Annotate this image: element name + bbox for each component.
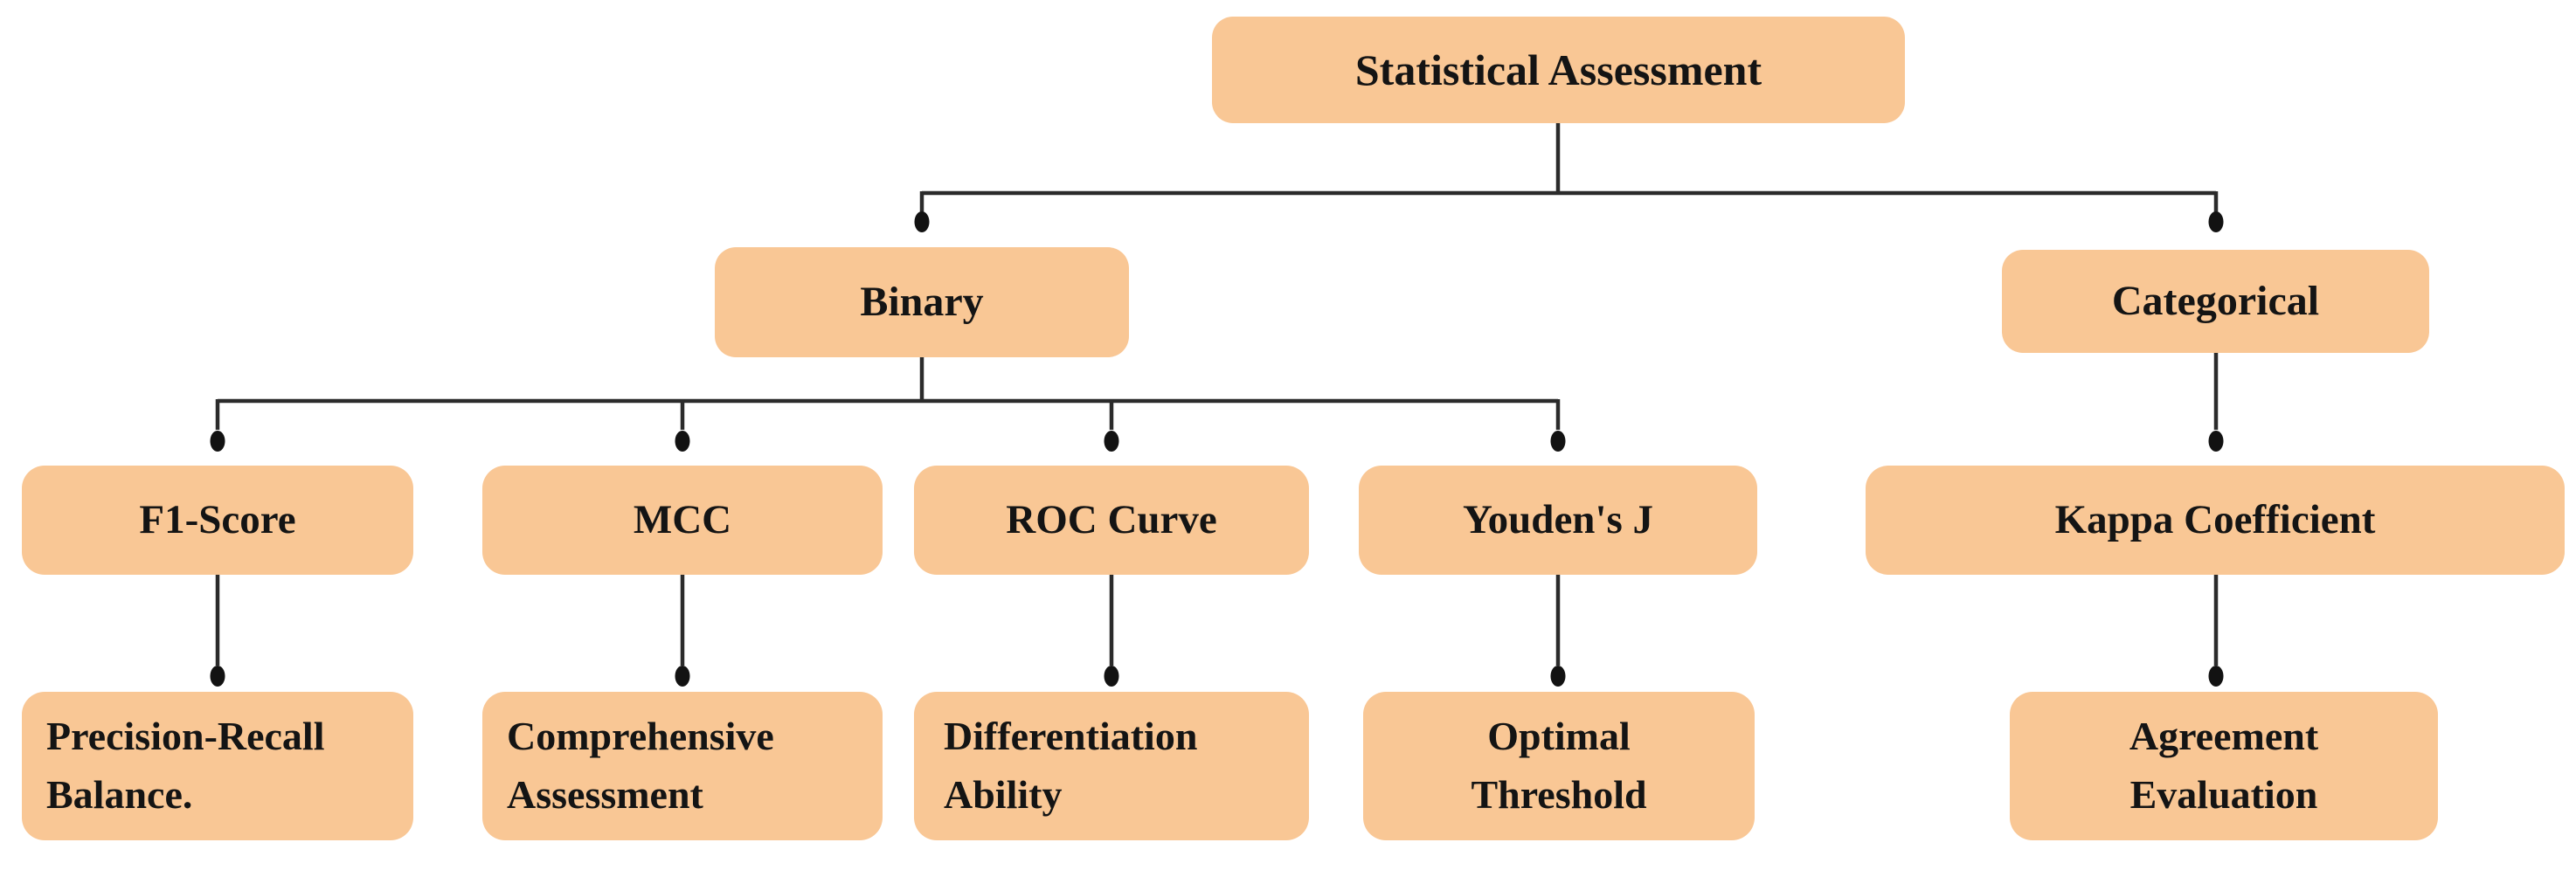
node-optimal-threshold: Optimal Threshold [1363,692,1755,840]
node-f1-score: F1-Score [22,466,413,575]
connector-rocdesc-dot [1104,666,1119,687]
connector-kappadesc-dot [2208,666,2224,687]
connector-youden-dot [1550,431,1566,452]
connector-youdendesc-dot [1550,666,1566,687]
node-youdens-j-label: Youden's J [1462,497,1654,543]
node-differentiation-ability: Differentiation Ability [914,692,1309,840]
node-binary: Binary [715,247,1129,357]
node-differentiation-ability-label: Differentiation Ability [944,714,1198,817]
node-optimal-threshold-label: Optimal Threshold [1471,714,1647,817]
connector-f1-dot [210,431,225,452]
node-categorical-label: Categorical [2111,278,2320,325]
node-agreement-evaluation: Agreement Evaluation [2010,692,2438,840]
node-mcc-label: MCC [633,497,732,543]
node-binary-label: Binary [860,279,984,326]
node-agreement-evaluation-label: Agreement Evaluation [2129,714,2319,817]
node-categorical: Categorical [2002,250,2429,353]
node-roc-curve: ROC Curve [914,466,1309,575]
connector-roc-dot [1104,431,1119,452]
connector-f1desc-dot [210,666,225,687]
node-kappa-coefficient: Kappa Coefficient [1866,466,2565,575]
node-roc-curve-label: ROC Curve [1006,497,1217,543]
node-kappa-coefficient-label: Kappa Coefficient [2054,497,2376,543]
node-precision-recall-balance-label: Precision-Recall Balance. [46,714,325,817]
connector-categorical-dot [2208,211,2224,232]
node-statistical-assessment: Statistical Assessment [1212,17,1905,123]
node-precision-recall-balance: Precision-Recall Balance. [22,692,413,840]
node-comprehensive-assessment: Comprehensive Assessment [482,692,883,840]
connector-mcc-dot [675,431,690,452]
node-comprehensive-assessment-label: Comprehensive Assessment [507,714,774,817]
connector-kappa-dot [2208,431,2224,452]
node-mcc: MCC [482,466,883,575]
connector-mccdesc-dot [675,666,690,687]
connector-binary-dot [914,211,930,232]
node-f1-score-label: F1-Score [139,497,296,543]
node-youdens-j: Youden's J [1359,466,1757,575]
node-statistical-assessment-label: Statistical Assessment [1354,45,1762,94]
